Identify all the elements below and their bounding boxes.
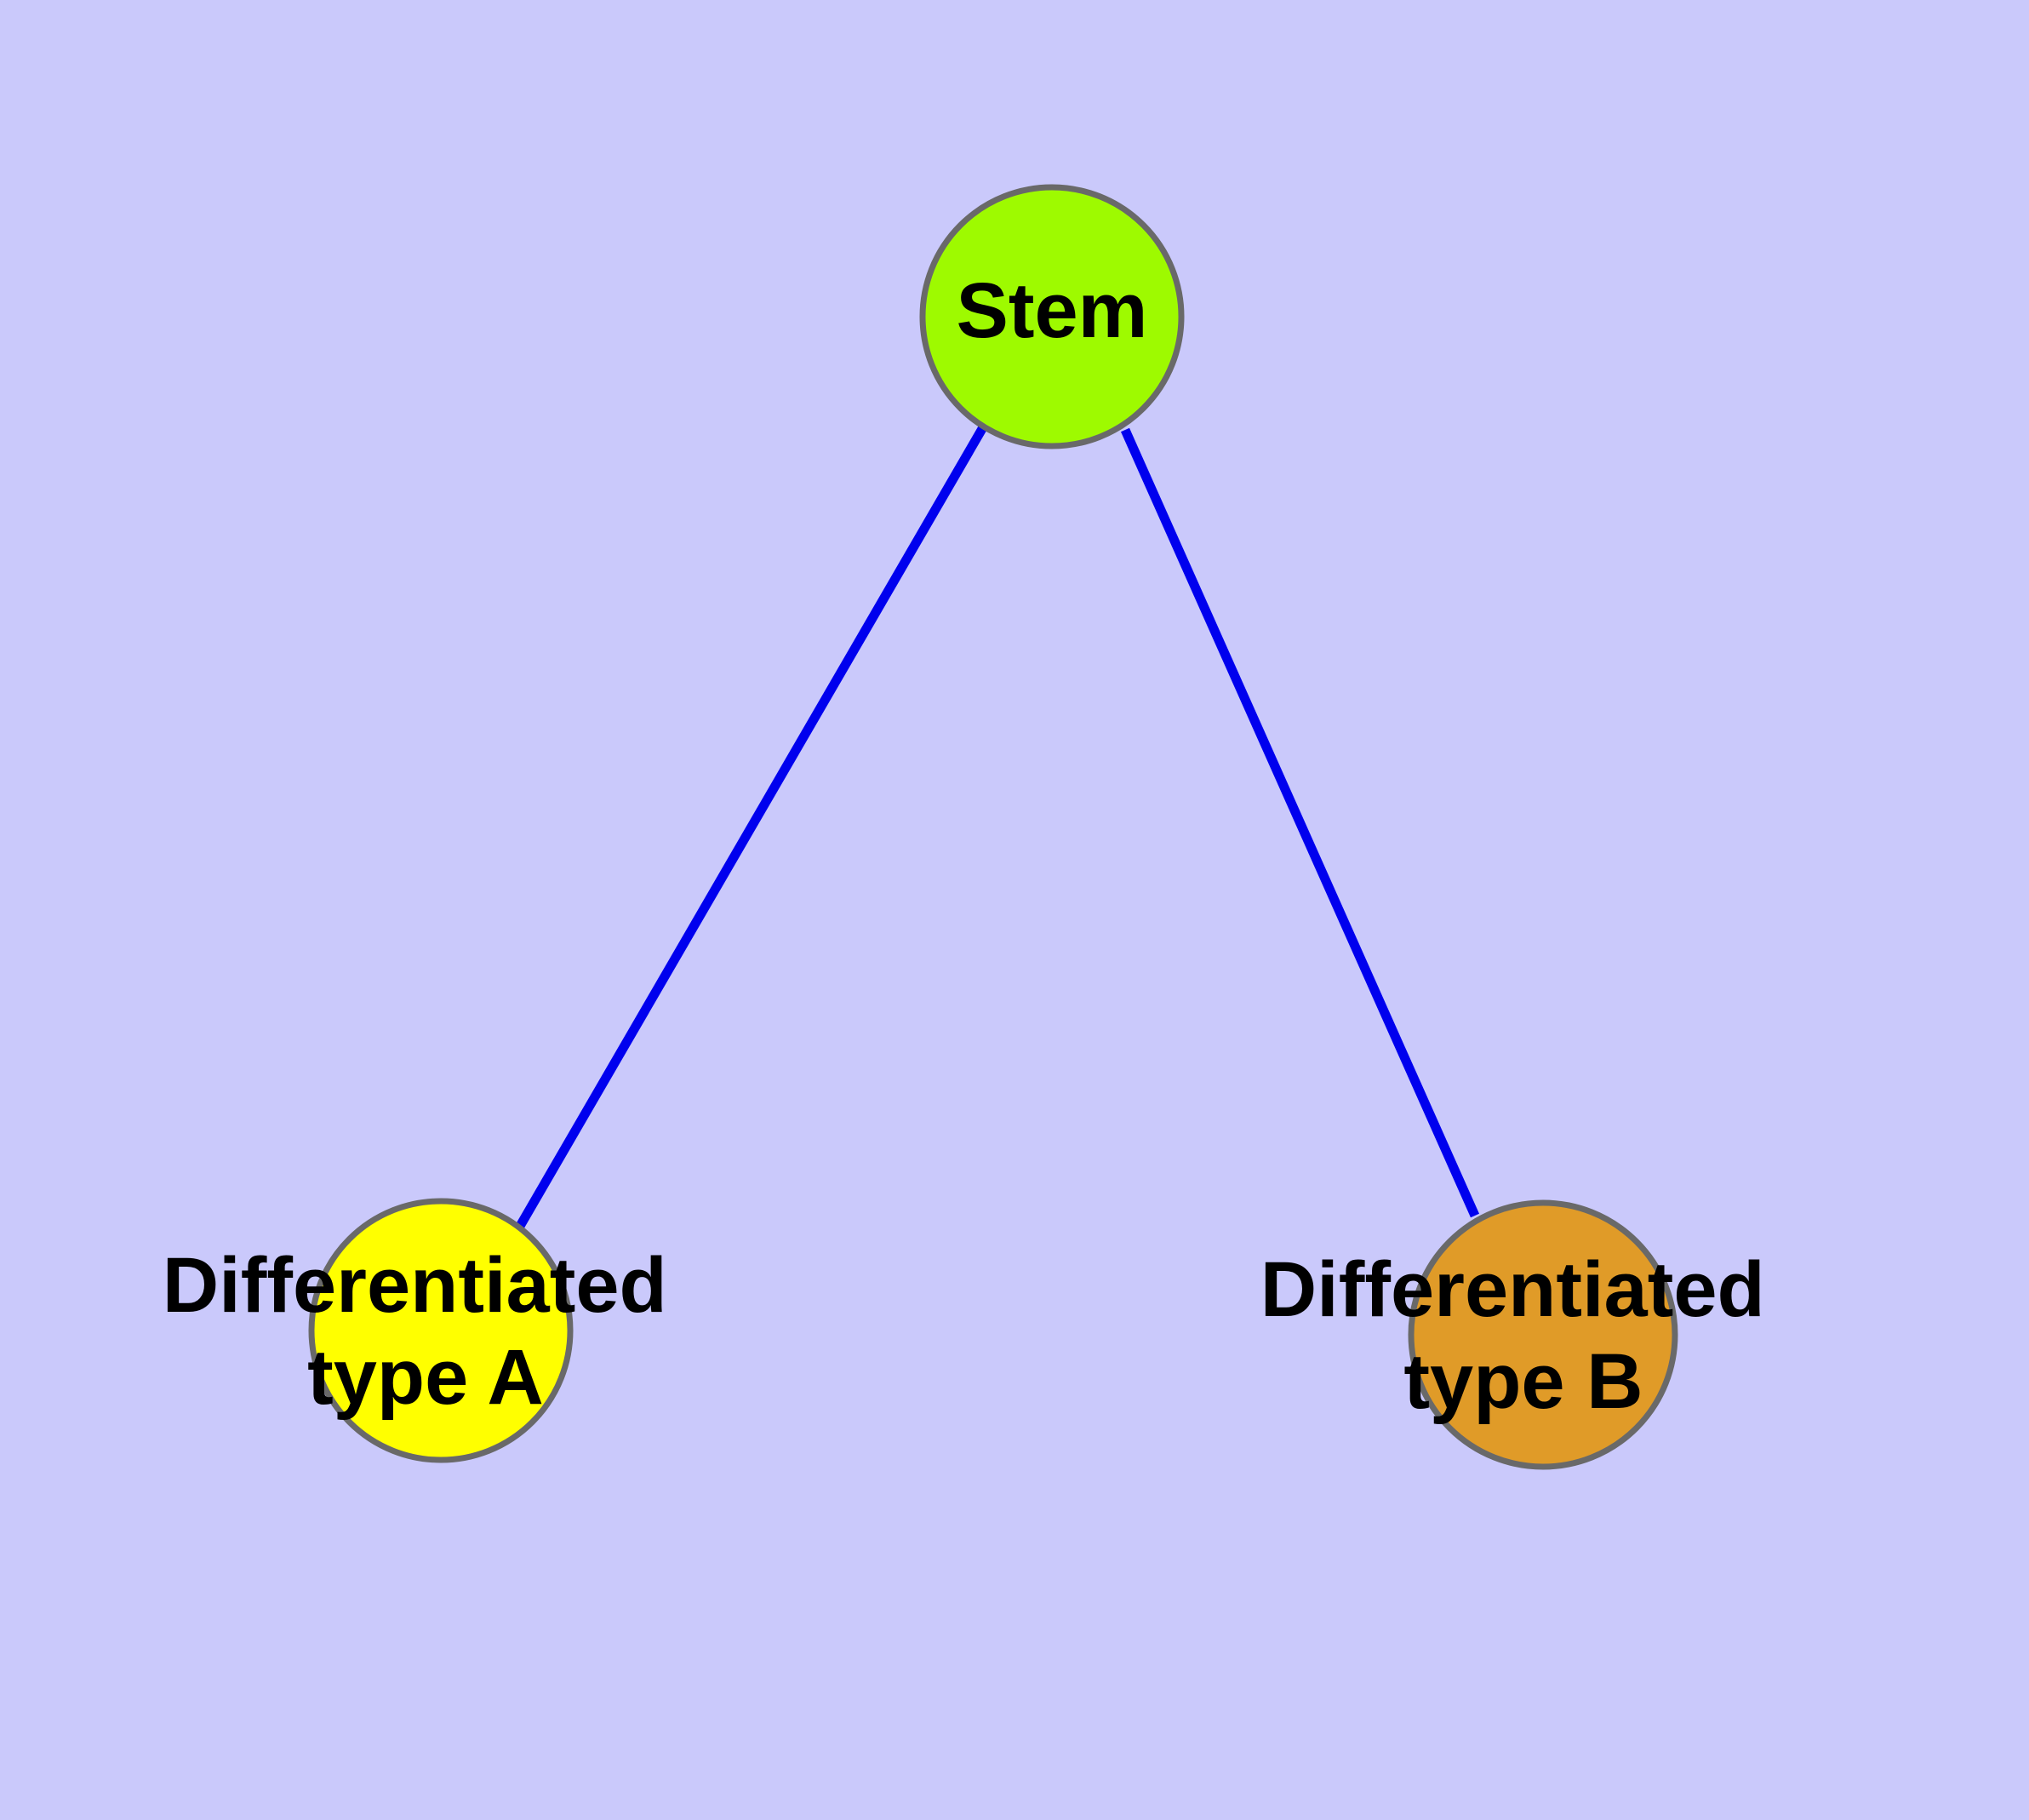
edge-stem-to-type-a[interactable] <box>515 425 987 1230</box>
node-layer <box>308 184 1678 1470</box>
node-diff-type-b-circle[interactable] <box>1408 1199 1678 1470</box>
node-diff-type-a-label: Differentiated type A <box>163 1242 689 1421</box>
node-diff-type-b-label-line-1: Differentiated <box>1260 1246 1765 1333</box>
edge-layer <box>515 425 1480 1230</box>
node-diff-type-a[interactable] <box>308 1198 574 1463</box>
label-layer: Stem Differentiated type A Differentiate… <box>163 267 1787 1425</box>
node-diff-type-b-label-line-2: type B <box>1403 1338 1643 1425</box>
edge-stem-to-type-b[interactable] <box>1120 427 1480 1218</box>
node-stem-circle[interactable] <box>919 184 1185 449</box>
node-diff-type-b[interactable] <box>1408 1199 1678 1470</box>
node-diff-type-a-label-line-2: type A <box>307 1334 544 1421</box>
node-stem[interactable] <box>919 184 1185 449</box>
node-diff-type-b-label: Differentiated type B <box>1260 1246 1787 1425</box>
node-diff-type-a-label-line-1: Differentiated <box>163 1242 667 1329</box>
node-stem-label: Stem <box>957 267 1148 354</box>
node-stem-label-line-1: Stem <box>957 267 1148 354</box>
node-diff-type-a-circle[interactable] <box>308 1198 574 1463</box>
